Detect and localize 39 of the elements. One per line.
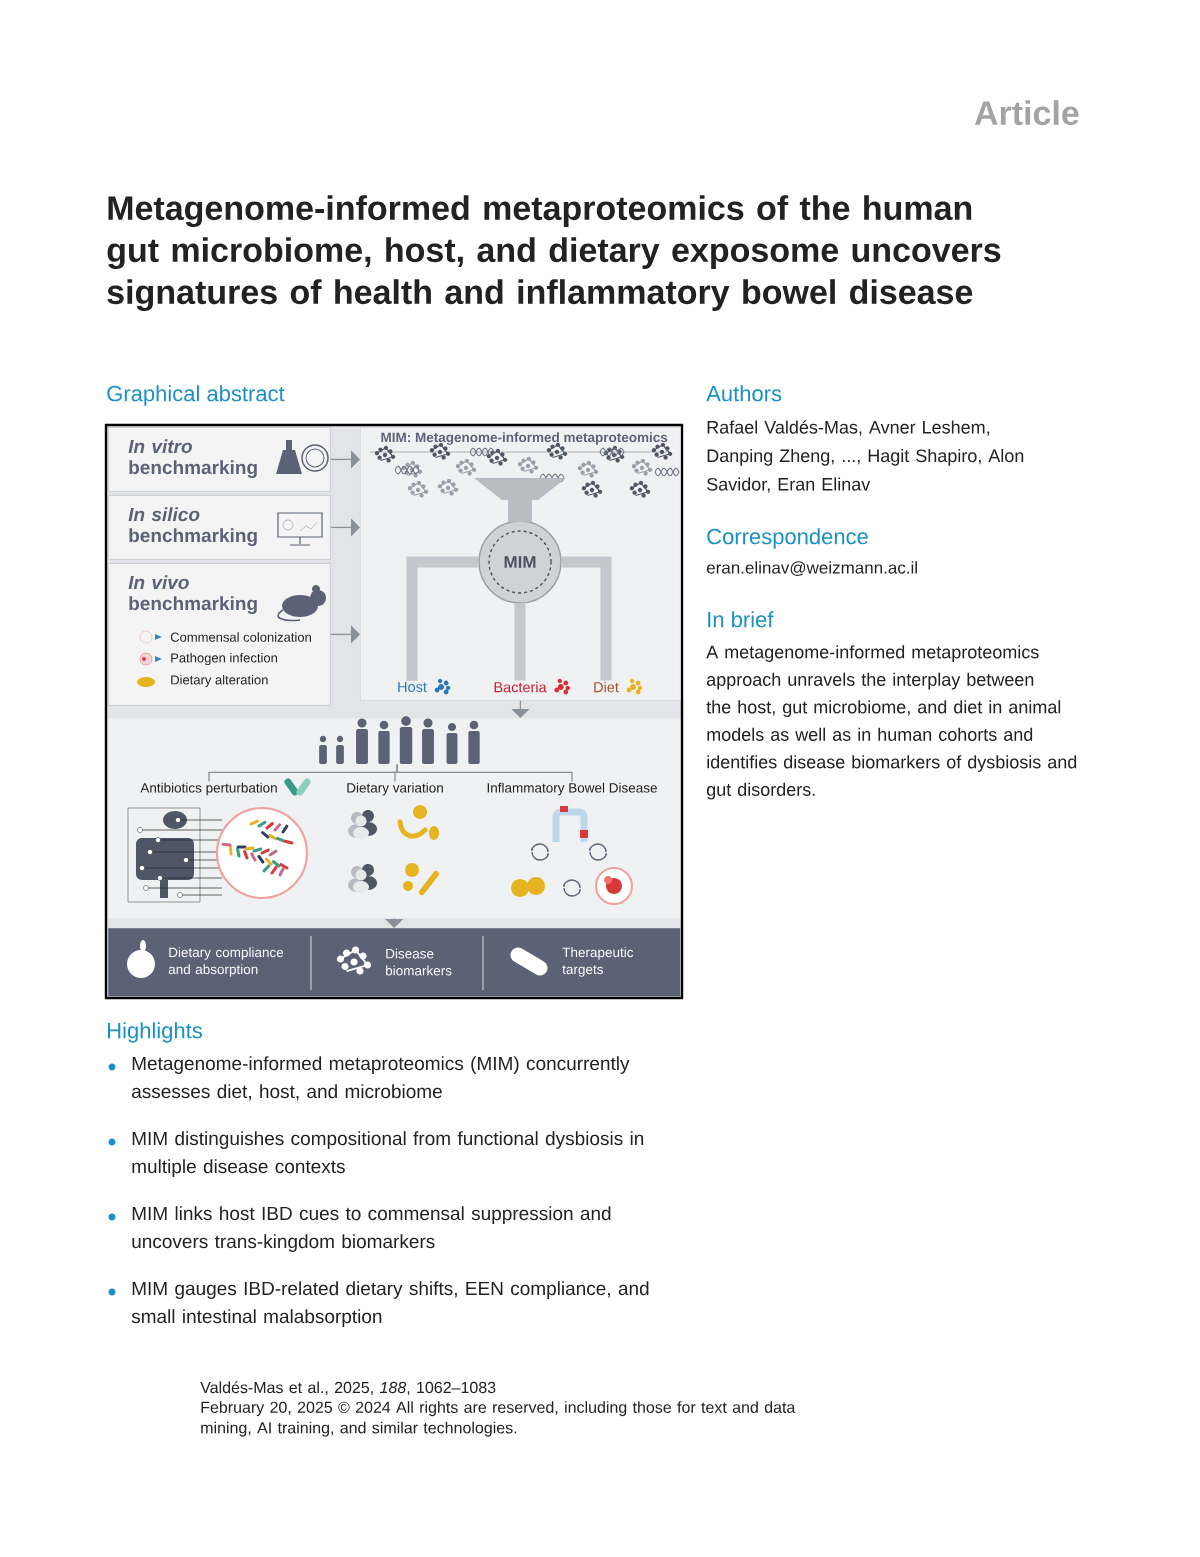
output-label: Diet xyxy=(594,681,619,693)
section-heading: Authors xyxy=(706,385,782,402)
outcome-label: Dietary compliance and absorption xyxy=(168,947,284,977)
category-label: Dietary variation xyxy=(347,782,443,796)
outcome-bar xyxy=(108,928,681,997)
connector-line xyxy=(396,763,573,783)
highlight-text: MIM distinguishes compositional from functional dysbiosis in multiple disease contexts xyxy=(132,1131,644,1177)
list-item: Pathogen infection xyxy=(171,652,277,666)
copyright-text: February 20, 2025 © 2024 All rights are reserved, including those for text and data mining, AI training, and similar technologies. xyxy=(201,1401,796,1437)
output-label: Host xyxy=(398,681,427,693)
citation-text: Valdés-Mas et al., 2025, 188, 1062–1083 xyxy=(200,1381,496,1396)
benchmark-heading: In vitro benchmarking xyxy=(128,439,257,478)
email-address: eran.elinav@weizmann.ac.il xyxy=(706,561,917,576)
highlight-text: MIM links host IBD cues to commensal suppression and uncovers trans-kingdom biomarkers xyxy=(132,1206,611,1252)
section-heading: Graphical abstract xyxy=(107,385,285,406)
article-title: Metagenome-informed metaproteomics of the human gut microbiome, host, and dietary exposome uncovers signatures of health and inflammatory bowel disease xyxy=(107,195,1001,312)
pipe xyxy=(561,556,612,681)
outcome-label: Disease biomarkers xyxy=(386,948,452,976)
summary-text: A metagenome-informed metaproteomics approach unravels the interplay between the host, gut microbiome, and diet in animal models as well as in human cohorts and identifies disease biomarkers of dysbiosis and gut disorders. xyxy=(706,645,1077,800)
list-item: Commensal colonization xyxy=(170,632,311,642)
benchmark-heading: In vivo benchmarking xyxy=(128,575,257,614)
section-heading: Correspondence xyxy=(707,528,868,549)
category-label: Antibiotics perturbation xyxy=(140,782,277,796)
pipe xyxy=(406,556,479,681)
pipe xyxy=(514,603,526,681)
output-label: Bacteria xyxy=(494,681,547,693)
list-item: Dietary alteration xyxy=(171,674,268,688)
mim-machine: MIM xyxy=(478,520,562,604)
author-list: Rafael Valdés-Mas, Avner Leshem, Danping Zheng, ..., Hagit Shapiro, Alon Savidor, Eran Elinav xyxy=(707,420,1024,493)
highlight-text: Metagenome-informed metaproteomics (MIM) concurrently assesses diet, host, and microbiome xyxy=(132,1056,630,1101)
section-heading: Highlights xyxy=(108,1022,202,1043)
benchmark-heading: In silico benchmarking xyxy=(128,507,257,546)
panel-title: MIM: Metagenome-informed metaproteomics xyxy=(381,432,668,445)
outcome-label: Therapeutic targets xyxy=(562,947,634,977)
category-label: Inflammatory Bowel Disease xyxy=(487,782,657,796)
highlight-text: MIM gauges IBD-related dietary shifts, EEN compliance, and small intestinal malabsorption xyxy=(131,1281,649,1327)
people-drawing xyxy=(319,716,480,764)
section-heading: In brief xyxy=(708,611,774,628)
article-type: Article xyxy=(974,100,1079,126)
